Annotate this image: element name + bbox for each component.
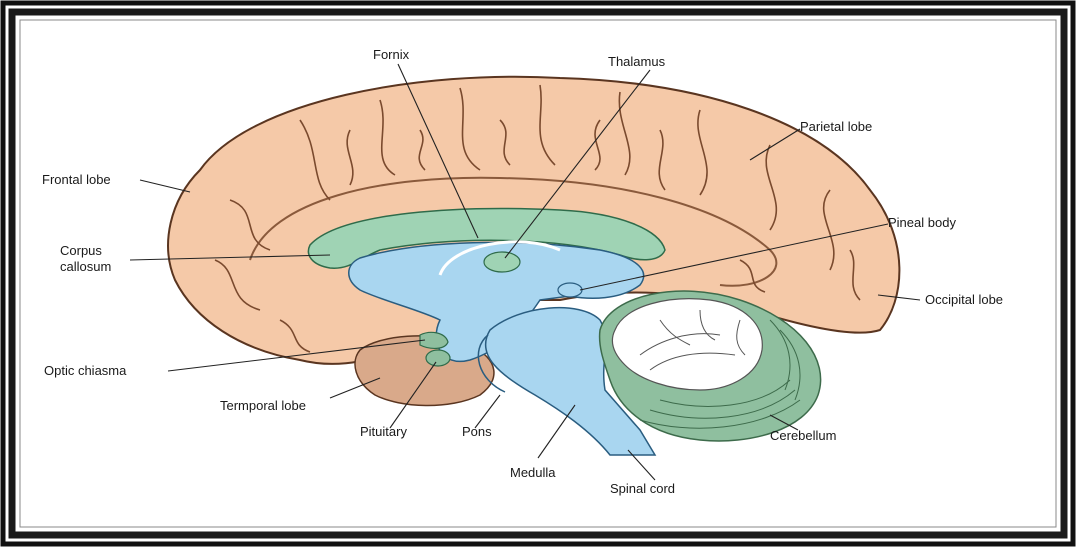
thalamus-nucleus xyxy=(484,252,520,272)
pituitary-gland xyxy=(426,350,450,366)
label-parietal-lobe: Parietal lobe xyxy=(800,119,872,134)
label-fornix: Fornix xyxy=(373,47,410,62)
pineal-body xyxy=(558,283,582,297)
label-corpus-line2: callosum xyxy=(60,259,111,274)
label-optic-chiasma: Optic chiasma xyxy=(44,363,127,378)
label-temporal-lobe: Termporal lobe xyxy=(220,398,306,413)
label-occipital-lobe: Occipital lobe xyxy=(925,292,1003,307)
label-corpus-line1: Corpus xyxy=(60,243,102,258)
label-cerebellum: Cerebellum xyxy=(770,428,836,443)
label-pituitary: Pituitary xyxy=(360,424,407,439)
leader-medulla xyxy=(538,405,575,458)
label-pons: Pons xyxy=(462,424,492,439)
label-frontal-lobe: Frontal lobe xyxy=(42,172,111,187)
label-thalamus: Thalamus xyxy=(608,54,666,69)
label-medulla: Medulla xyxy=(510,465,556,480)
label-pineal-body: Pineal body xyxy=(888,215,956,230)
leader-frontal xyxy=(140,180,190,192)
label-spinal-cord: Spinal cord xyxy=(610,481,675,496)
